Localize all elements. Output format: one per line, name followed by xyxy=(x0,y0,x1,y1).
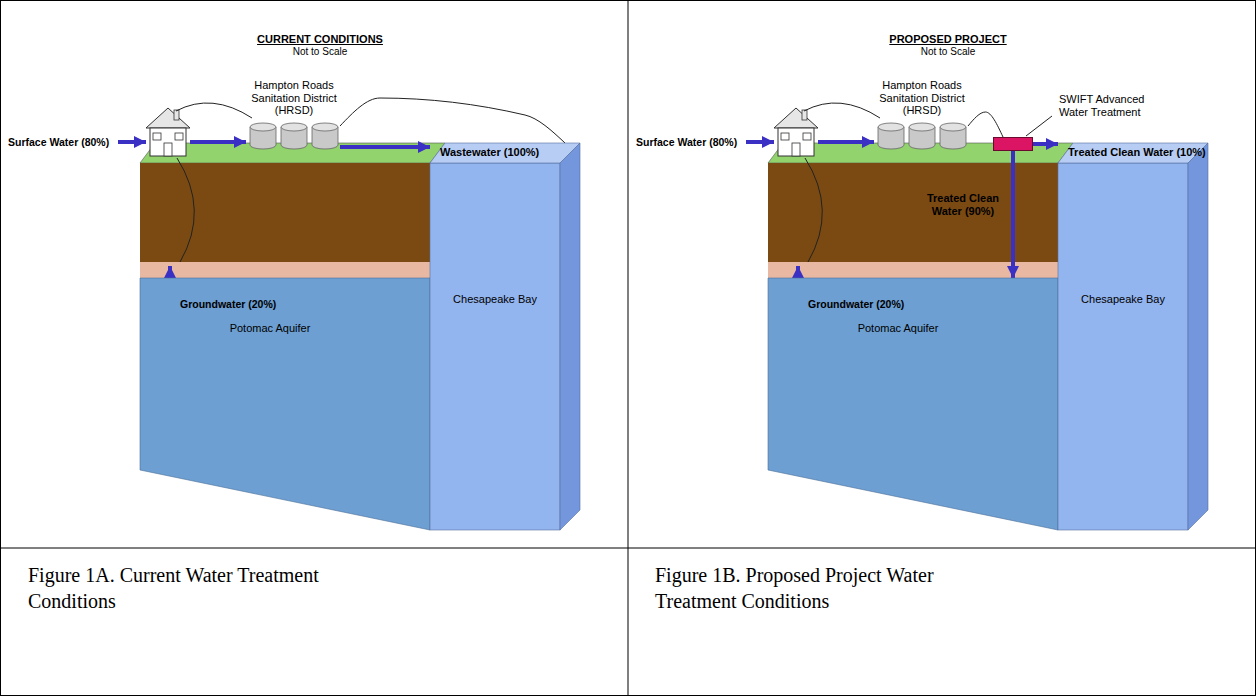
bay-top xyxy=(1058,143,1208,163)
tank-symbol xyxy=(250,123,276,149)
aquifer-band-outline xyxy=(140,278,430,530)
node-label: Potomac Aquifer xyxy=(170,322,370,335)
figure-caption: Figure 1B. Proposed Project Water Treatm… xyxy=(655,562,995,614)
surface-water-arrow xyxy=(118,140,146,144)
flow-arc xyxy=(340,98,565,143)
node-label: Hampton Roads Sanitation District (HRSD) xyxy=(234,79,354,117)
flow-label: Groundwater (20%) xyxy=(808,298,904,310)
scale-note: Not to Scale xyxy=(220,46,420,58)
house-window xyxy=(153,133,161,140)
bay-side xyxy=(560,143,580,530)
aquifer-shape xyxy=(768,278,1058,530)
tank-symbol xyxy=(312,123,338,149)
leader-line xyxy=(1026,116,1052,136)
bay-block: Chesapeake Bay xyxy=(430,143,580,530)
tank-symbol xyxy=(878,123,904,149)
flow-arc xyxy=(177,158,194,262)
house-window xyxy=(175,133,183,140)
tank-symbol xyxy=(940,123,966,149)
confining-layer xyxy=(140,262,430,278)
aquifer-band: Potomac Aquifer xyxy=(768,278,1058,530)
panel-title: CURRENT CONDITIONS xyxy=(220,33,420,46)
aquifer-shape xyxy=(140,278,430,530)
advanced-treatment-box: SWIFT Advanced Water Treatment xyxy=(993,137,1033,151)
flow-arrow xyxy=(340,145,430,149)
house-body xyxy=(150,128,186,156)
flow-label: Surface Water (80%) xyxy=(8,136,109,148)
treatment-plant-outline xyxy=(876,120,968,150)
flow-label: Groundwater (20%) xyxy=(180,298,276,310)
node-label: Chesapeake Bay xyxy=(430,293,560,306)
bay-block-outline xyxy=(430,143,580,530)
bay-front xyxy=(1058,163,1188,530)
house-outflow-arrow xyxy=(190,140,246,144)
bay-block: Chesapeake Bay xyxy=(1058,143,1208,530)
flow-arc xyxy=(176,103,252,118)
flow-arrow xyxy=(1011,151,1015,278)
bay-block-outline xyxy=(1058,143,1208,530)
flow-label: Surface Water (80%) xyxy=(636,136,737,148)
aquifer-band-outline xyxy=(768,278,1058,530)
soil-layer xyxy=(140,163,430,262)
aquifer-band: Potomac Aquifer xyxy=(140,278,430,530)
panel-title: PROPOSED PROJECT xyxy=(848,33,1048,46)
flow-label: Treated Clean Water (90%) xyxy=(922,192,1004,217)
treatment-plant-outline xyxy=(248,120,340,150)
bay-side xyxy=(1188,143,1208,530)
bay-top xyxy=(430,143,580,163)
flow-arrow xyxy=(1033,142,1058,146)
treatment-plant: Hampton Roads Sanitation District (HRSD) xyxy=(248,120,340,150)
scale-note: Not to Scale xyxy=(848,46,1048,58)
tank-symbol xyxy=(281,123,307,149)
tank-symbol xyxy=(909,123,935,149)
node-label: SWIFT Advanced Water Treatment xyxy=(1059,93,1159,118)
table-divider xyxy=(0,548,1256,549)
node-label: Hampton Roads Sanitation District (HRSD) xyxy=(862,79,982,117)
node-label: Potomac Aquifer xyxy=(798,322,998,335)
house-door xyxy=(164,143,172,156)
bay-front xyxy=(430,163,560,530)
flow-label: Treated Clean Water (10%) xyxy=(1068,146,1206,159)
flow-arc xyxy=(968,112,1003,137)
house-roof xyxy=(146,108,190,128)
flow-label: Wastewater (100%) xyxy=(440,146,539,159)
house-chimney xyxy=(174,110,179,120)
figure-caption: Figure 1A. Current Water Treatment Condi… xyxy=(28,562,368,614)
treatment-plant: Hampton Roads Sanitation District (HRSD) xyxy=(876,120,968,150)
table-divider xyxy=(628,0,629,696)
node-label: Chesapeake Bay xyxy=(1058,293,1188,306)
